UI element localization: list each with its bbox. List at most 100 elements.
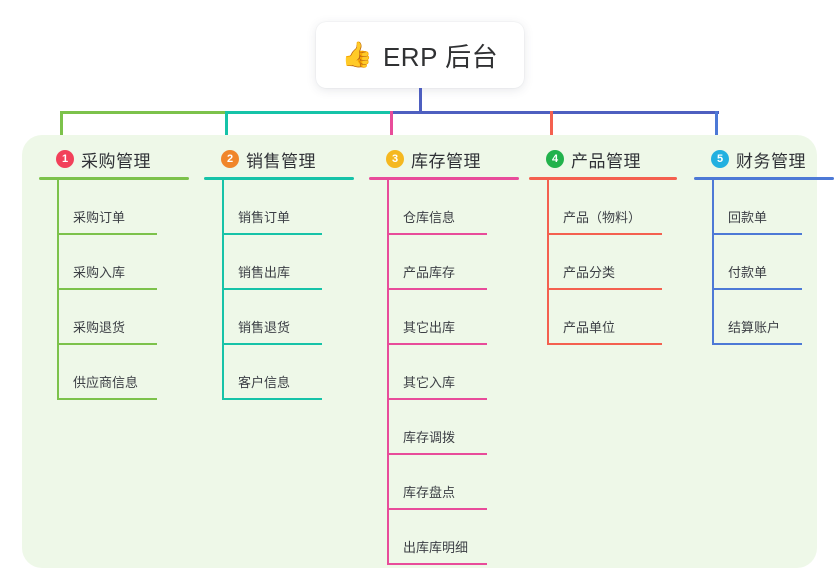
branch-tree-4: 产品（物料） 产品分类产品单位 [547,180,677,345]
branch-node-rule [712,233,802,235]
branch-header-rule-3 [369,177,519,180]
connector-bar-teal [226,111,391,114]
branch-header-rule-2 [204,177,354,180]
connector-drop-1 [60,111,63,143]
root-node-title: ERP 后台 [382,41,499,72]
branch-node-rule [387,398,487,400]
branch-header-rule-5 [694,177,834,180]
branch-title-2: 销售管理 [246,151,316,171]
branch-node-rule [222,288,322,290]
branch-column-3: 3 库存管理仓库信息产品库存其它出库其它入库库存调拨库存盘点出库库明细 [369,145,519,565]
branch-node-label: 库存盘点 [403,485,456,500]
branch-node[interactable]: 出库库明细 [387,510,519,565]
branch-node-rule [57,343,157,345]
branch-node[interactable]: 销售出库 [222,235,354,290]
root-node[interactable]: 👍 ERP 后台 [316,22,524,88]
branch-header-2[interactable]: 2 销售管理 [204,145,354,173]
branch-node-label: 采购入库 [73,265,126,280]
branch-node-label: 采购退货 [73,320,126,335]
branch-node[interactable]: 产品单位 [547,290,677,345]
connector-bar-green [61,111,226,114]
connector-drop-3 [390,111,393,143]
branch-node-label: 产品分类 [563,265,616,280]
branch-tree-5: 回款单付款单结算账户 [712,180,834,345]
branch-node[interactable]: 供应商信息 [57,345,189,400]
branch-column-1: 1 采购管理采购订单采购入库采购退货供应商信息 [39,145,189,400]
branch-node-rule [387,343,487,345]
branch-node[interactable]: 库存调拨 [387,400,519,455]
branch-title-3: 库存管理 [411,151,481,171]
branch-node-label: 其它出库 [403,320,456,335]
branch-badge-2: 2 [221,150,239,168]
branch-title-1: 采购管理 [81,151,151,171]
branch-node[interactable]: 仓库信息 [387,180,519,235]
branch-badge-3: 3 [386,150,404,168]
connector-trunk [418,88,422,113]
branch-header-rule-1 [39,177,189,180]
branch-node-label: 产品（物料） [563,210,642,225]
branch-node-rule [387,563,487,565]
branch-node-rule [387,233,487,235]
branch-node[interactable]: 结算账户 [712,290,834,345]
branch-node[interactable]: 销售退货 [222,290,354,345]
branch-node-label: 出库库明细 [403,540,469,555]
branch-node-label: 采购订单 [73,210,126,225]
branch-node-label: 其它入库 [403,375,456,390]
branch-tree-2: 销售订单销售出库销售退货客户信息 [222,180,354,400]
branch-node[interactable]: 销售订单 [222,180,354,235]
branch-node[interactable]: 产品分类 [547,235,677,290]
branch-header-5[interactable]: 5 财务管理 [694,145,834,173]
branch-badge-4: 4 [546,150,564,168]
branch-node-rule [712,288,802,290]
branch-node[interactable]: 采购订单 [57,180,189,235]
branch-node[interactable]: 采购入库 [57,235,189,290]
branch-node-rule [222,343,322,345]
branch-panel [22,135,817,568]
branch-badge-5: 5 [711,150,729,168]
branch-node[interactable]: 产品（物料） [547,180,677,235]
branch-column-2: 2 销售管理销售订单销售出库销售退货客户信息 [204,145,354,400]
branch-node-label: 客户信息 [238,375,291,390]
branch-node-rule [547,288,662,290]
branch-node-rule [547,343,662,345]
connector-bar-blue [391,111,719,114]
branch-node[interactable]: 其它入库 [387,345,519,400]
branch-node-label: 仓库信息 [403,210,456,225]
connector-drop-5 [715,111,718,143]
branch-header-rule-4 [529,177,677,180]
branch-header-1[interactable]: 1 采购管理 [39,145,189,173]
connector-drop-4 [550,111,553,143]
branch-node-label: 产品库存 [403,265,456,280]
branch-header-3[interactable]: 3 库存管理 [369,145,519,173]
branch-spine-3 [387,180,389,565]
branch-node-rule [57,288,157,290]
branch-node-label: 供应商信息 [73,375,139,390]
branch-node-label: 结算账户 [728,320,781,335]
branch-node-label: 销售订单 [238,210,291,225]
thumbs-up-icon: 👍 [341,40,373,69]
branch-node[interactable]: 采购退货 [57,290,189,345]
branch-tree-1: 采购订单采购入库采购退货供应商信息 [57,180,189,400]
branch-node-rule [57,233,157,235]
branch-badge-1: 1 [56,150,74,168]
branch-spine-5 [712,180,714,345]
branch-node[interactable]: 付款单 [712,235,834,290]
branch-node[interactable]: 回款单 [712,180,834,235]
branch-node[interactable]: 产品库存 [387,235,519,290]
branch-title-5: 财务管理 [736,151,806,171]
branch-node-rule [387,453,487,455]
branch-node-rule [222,398,322,400]
branch-node-rule [57,398,157,400]
branch-node-rule [387,288,487,290]
branch-node[interactable]: 库存盘点 [387,455,519,510]
branch-spine-2 [222,180,224,400]
branch-node[interactable]: 其它出库 [387,290,519,345]
branch-node[interactable]: 客户信息 [222,345,354,400]
branch-node-label: 付款单 [728,265,768,280]
branch-node-label: 回款单 [728,210,768,225]
branch-node-label: 销售出库 [238,265,291,280]
branch-column-5: 5 财务管理回款单付款单结算账户 [694,145,834,345]
